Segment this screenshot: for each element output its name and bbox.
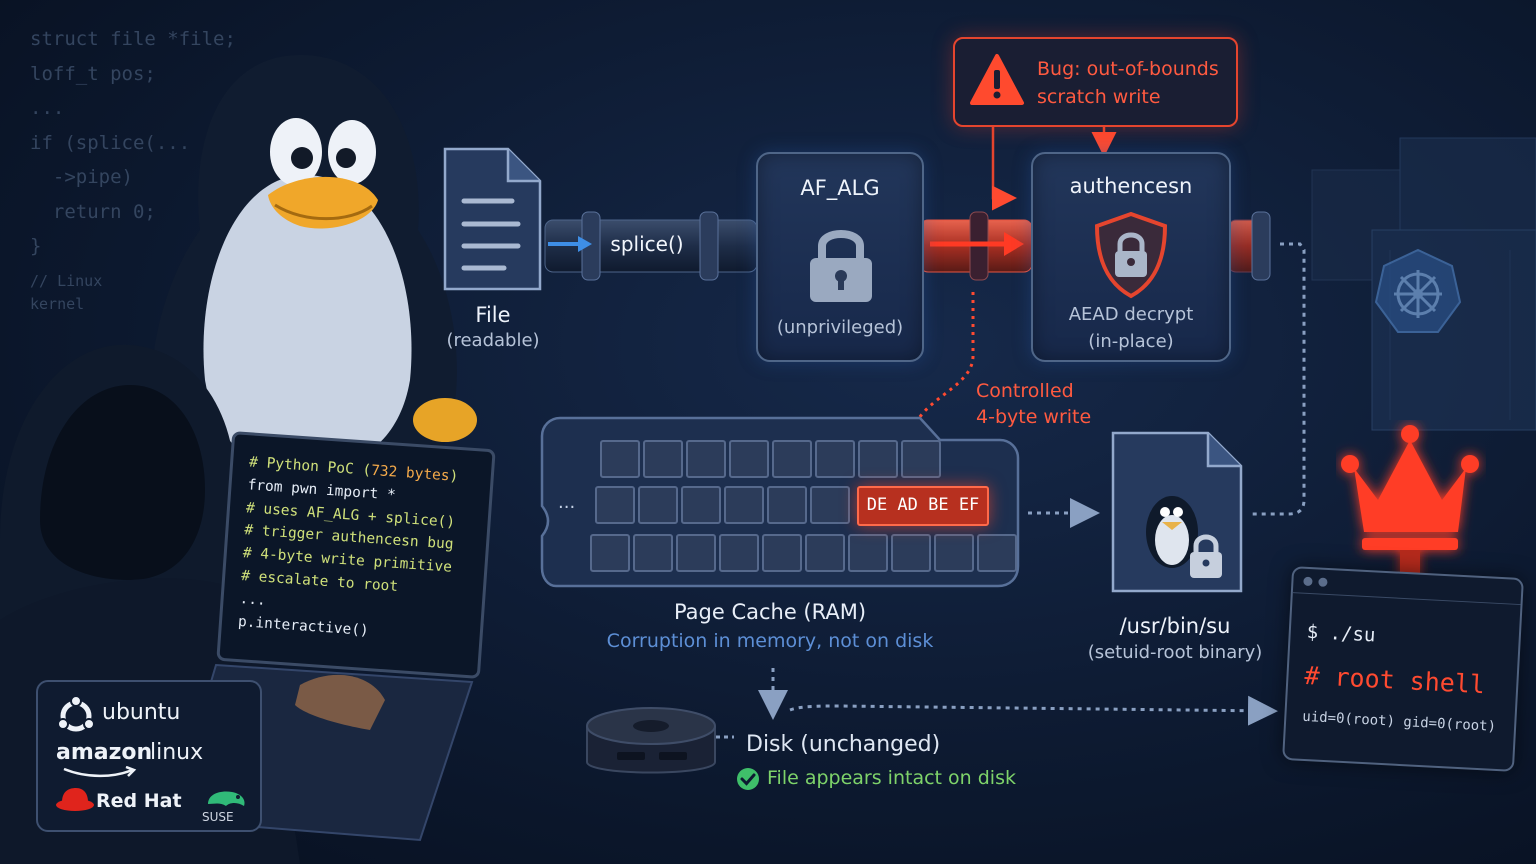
kubernetes-icon [1374, 248, 1462, 333]
memory-cell [719, 534, 759, 572]
amazon-label: amazon [56, 740, 153, 765]
code-line: ... [30, 97, 65, 119]
bytes-value: DE AD BE EF [866, 495, 980, 515]
disk-title: Disk (unchanged) [746, 732, 941, 757]
memory-cell [595, 486, 635, 524]
page-cache-module: ... DE AD BE EF [540, 416, 1020, 588]
file-title: File [475, 303, 511, 327]
memory-cell [934, 534, 974, 572]
tux-mini-icon [1146, 496, 1198, 568]
code-line: } [30, 235, 42, 257]
ubuntu-logo-icon [57, 696, 95, 732]
suse-chameleon-icon [208, 791, 245, 806]
page-cache-subtitle: Corruption in memory, not on disk [606, 630, 934, 652]
memory-cell [686, 440, 726, 478]
authencesn-subtitle1: AEAD decrypt [1068, 304, 1194, 325]
af-alg-title: AF_ALG [800, 176, 880, 200]
memory-cell [810, 486, 850, 524]
code-line: return 0; [30, 200, 156, 223]
memory-cell [729, 440, 769, 478]
memory-cell [891, 534, 931, 572]
small-lock-icon [1190, 534, 1222, 578]
memory-cell [638, 486, 678, 524]
memory-cell [977, 534, 1017, 572]
redhat-logo-icon [56, 788, 94, 811]
tux-penguin-illustration [150, 55, 477, 470]
memory-cell [590, 534, 630, 572]
af-alg-box: AF_ALG (unprivileged) [756, 152, 924, 362]
window-dot [1318, 577, 1328, 587]
controlled-write-line1: Controlled [976, 380, 1074, 402]
window-dot [1303, 576, 1313, 587]
suse-label: SUSE [202, 810, 234, 824]
bug-callout: Bug: out-of-bounds scratch write [953, 37, 1238, 127]
redhat-label: Red Hat [96, 790, 182, 812]
terminal-command: $ ./su [1306, 620, 1376, 647]
memory-cell [681, 486, 721, 524]
code-line: struct file *file; [30, 28, 236, 50]
memory-cell [858, 440, 898, 478]
authencesn-title: authencesn [1069, 174, 1193, 198]
file-subtitle: (readable) [446, 330, 540, 351]
splice-label: splice() [610, 232, 684, 256]
memory-cell [772, 440, 812, 478]
amazon-smile-icon [63, 766, 137, 778]
bug-line1: Bug: out-of-bounds [1037, 58, 1219, 80]
disk-status: File appears intact on disk [767, 767, 1016, 789]
disk-drive-icon [586, 707, 716, 774]
check-circle-icon [737, 768, 759, 790]
shield-lock-icon [1094, 211, 1168, 299]
memory-cell [724, 486, 764, 524]
page-cache-title: Page Cache (RAM) [673, 600, 867, 624]
memory-cell [643, 440, 683, 478]
su-subtitle: (setuid-root binary) [1087, 642, 1263, 663]
file-icon [442, 146, 542, 292]
af-alg-subtitle: (unprivileged) [776, 317, 904, 338]
corrupted-bytes: DE AD BE EF [857, 486, 989, 526]
controlled-write-line2: 4-byte write [976, 406, 1092, 428]
bug-line2: scratch write [1037, 86, 1161, 108]
memory-cell [762, 534, 802, 572]
terminal-uid: uid=0(root) gid=0(root) [1301, 708, 1497, 735]
code-line: loff_t pos; [30, 62, 156, 85]
authencesn-subtitle2: (in-place) [1088, 331, 1174, 352]
terminal-root-shell: # root shell [1303, 660, 1486, 700]
memory-cell [767, 486, 807, 524]
code-line: ->pipe) [30, 166, 133, 188]
lock-icon [810, 230, 872, 302]
memory-cell [600, 440, 640, 478]
su-title: /usr/bin/su [1119, 614, 1231, 638]
distro-panel: ubuntu amazon linux Red Hat SUSE [36, 680, 262, 832]
amazon-linux-label: linux [150, 740, 204, 765]
memory-cell [805, 534, 845, 572]
cache-ellipsis: ... [558, 492, 576, 513]
splice-pipe [544, 211, 758, 281]
code-comment: kernel [30, 294, 85, 313]
root-terminal: $ ./su # root shell uid=0(root) gid=0(ro… [1282, 566, 1524, 772]
output-pipe [1227, 211, 1271, 281]
ubuntu-label: ubuntu [102, 700, 181, 725]
memory-cell [848, 534, 888, 572]
code-comment: // Linux [30, 271, 103, 290]
crown-icon [1341, 425, 1479, 578]
red-pipe [919, 211, 1033, 281]
authencesn-box: authencesn AEAD decrypt (in-place) [1031, 152, 1231, 362]
memory-cell [815, 440, 855, 478]
hand-illustration [295, 674, 385, 730]
su-binary-icon [1110, 430, 1244, 594]
background-code: struct file *file; loff_t pos;... if (spli… [30, 22, 236, 316]
memory-cell [901, 440, 941, 478]
memory-cell [676, 534, 716, 572]
code-line: if (splice(... [30, 131, 191, 154]
memory-cell [633, 534, 673, 572]
warning-icon [970, 54, 1024, 105]
